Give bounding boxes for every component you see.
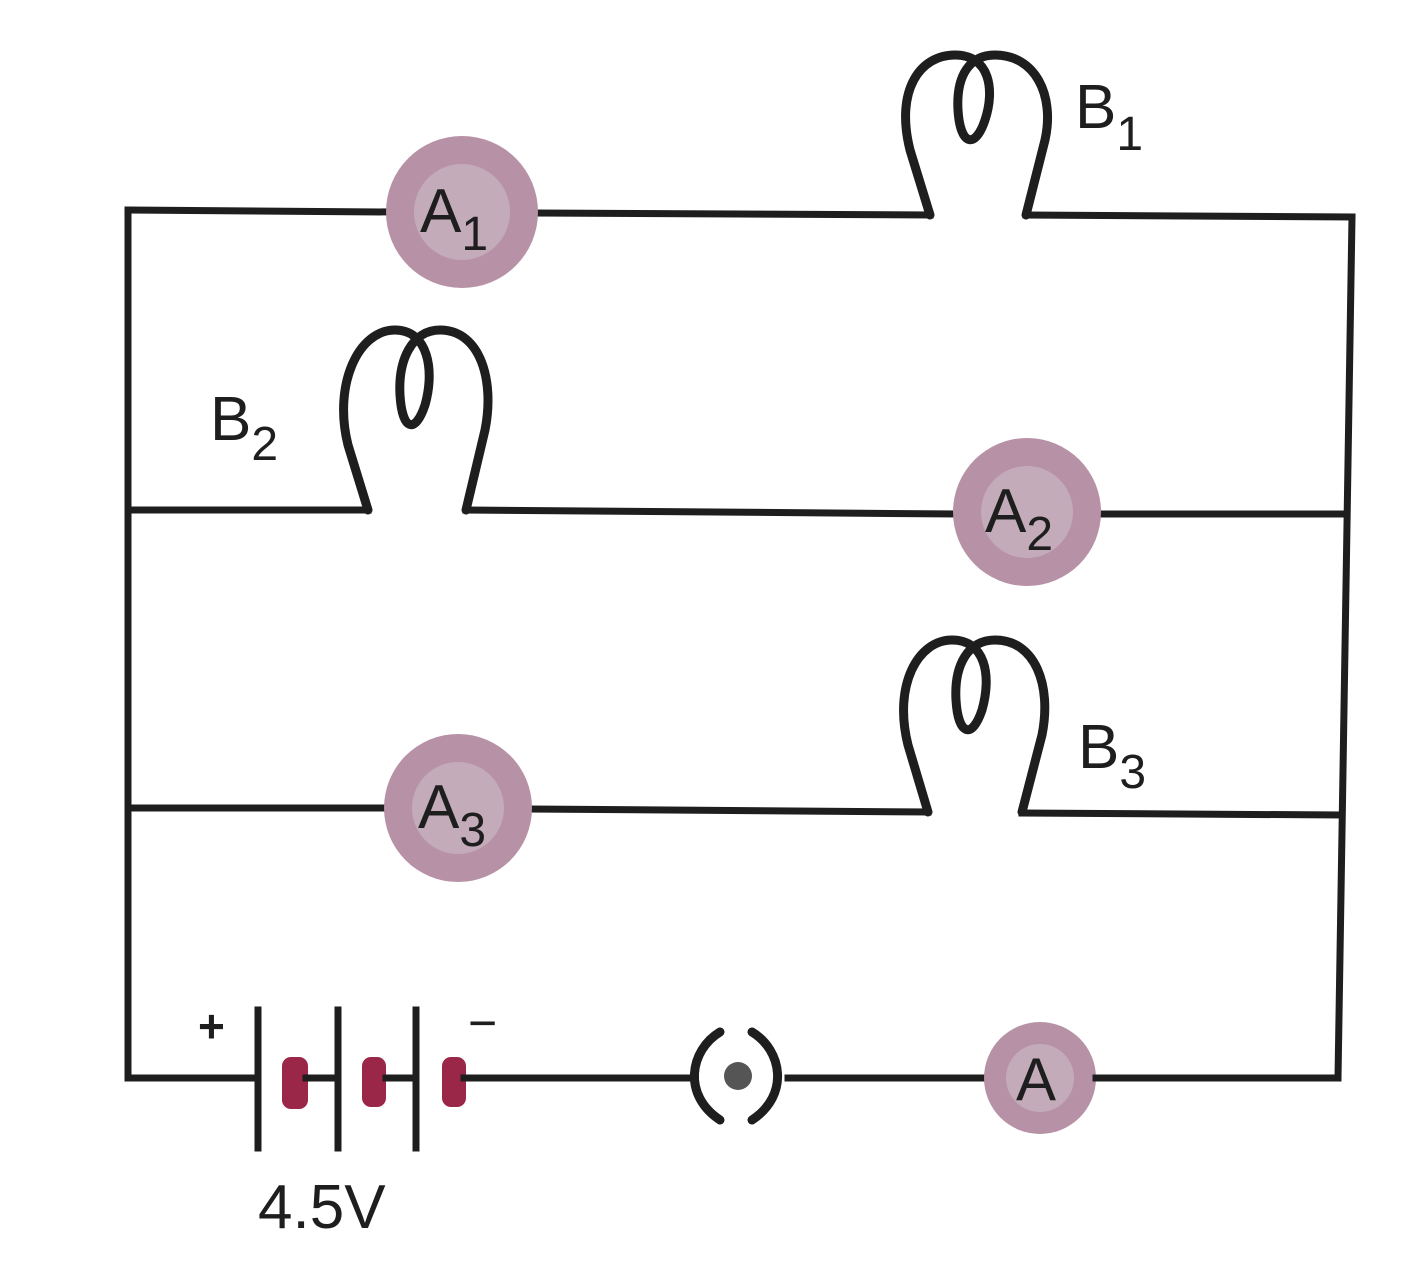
battery-voltage-label: 4.5V bbox=[258, 1173, 386, 1242]
ammeter-a1-label: A1 bbox=[420, 177, 488, 261]
right-bus-wire bbox=[1334, 213, 1356, 1082]
branch-2: B2 A2 bbox=[124, 325, 1349, 586]
plug-key bbox=[690, 1027, 994, 1125]
ammeter-a2-label: A2 bbox=[985, 477, 1053, 561]
bulb-b1-label: B1 bbox=[1075, 73, 1143, 161]
bulb-b3 bbox=[899, 635, 1050, 817]
bulb-b2 bbox=[339, 325, 493, 515]
negative-terminal-sign: − bbox=[468, 995, 497, 1051]
battery: + − 4.5V bbox=[124, 995, 694, 1242]
main-ammeter: A bbox=[984, 1022, 1342, 1134]
positive-terminal-sign: + bbox=[198, 1000, 225, 1052]
key-plug-dot bbox=[724, 1062, 752, 1090]
bulb-b1 bbox=[901, 50, 1053, 220]
branch-3: A3 B3 bbox=[124, 635, 1344, 882]
ammeter-a3-label: A3 bbox=[418, 773, 486, 857]
main-ammeter-label: A bbox=[1016, 1046, 1056, 1113]
bulb-b2-label: B2 bbox=[210, 385, 278, 471]
branch-1: A1 B1 bbox=[124, 50, 1356, 288]
bulb-b3-label: B3 bbox=[1078, 713, 1146, 799]
